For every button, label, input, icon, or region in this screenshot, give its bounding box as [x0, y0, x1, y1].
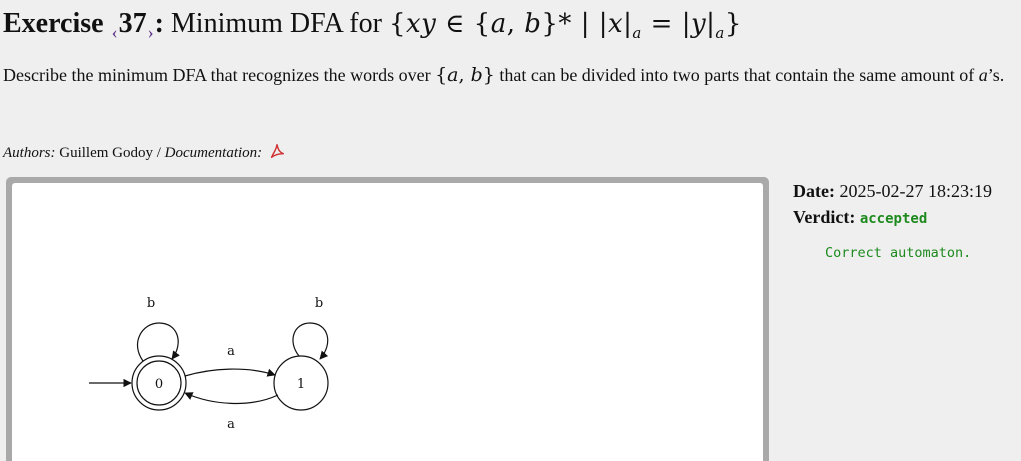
desc-set-b: b — [470, 64, 483, 86]
date-row: Date: 2025-02-27 18:23:19 — [793, 178, 1018, 204]
verdict-label: Verdict: — [793, 207, 856, 227]
documentation-label: Documentation: — [164, 145, 263, 161]
authors-label: Authors: — [3, 145, 56, 161]
loop-0-edge — [137, 322, 180, 362]
title-text: Minimum DFA for — [170, 8, 382, 39]
prev-exercise-link[interactable]: ‹ — [111, 22, 118, 42]
formula-x: x — [607, 9, 624, 39]
verdict-value: accepted — [859, 211, 928, 227]
formula-comma: , — [506, 9, 525, 39]
loop-1-edge — [292, 322, 329, 360]
formula-sub-a2: a — [715, 24, 725, 43]
formula-b: b — [524, 9, 542, 39]
page-title: Exercise ‹37›: Minimum DFA for {xy ∈ {a,… — [3, 2, 742, 46]
desc-part3: ’s. — [987, 65, 1005, 85]
desc-a-var: a — [978, 65, 988, 85]
authors-value: Guillem Godoy — [59, 145, 153, 161]
desc-set-comma: , — [458, 64, 471, 86]
formula-eq: = | — [641, 9, 691, 39]
loop-0-label: b — [147, 296, 155, 311]
edge-0-to-1 — [184, 368, 276, 377]
submission-info: Date: 2025-02-27 18:23:19 Verdict: accep… — [793, 178, 1018, 232]
feedback-message: Correct automaton. — [825, 245, 972, 261]
formula-in: ∈ { — [436, 9, 491, 39]
formula-open: { — [388, 9, 406, 39]
separator: / — [153, 145, 165, 161]
edge-1-to-0 — [184, 392, 279, 404]
title-colon: : — [154, 8, 164, 39]
state-0-label: 0 — [155, 377, 163, 392]
verdict-row: Verdict: accepted — [793, 204, 1018, 232]
title-formula: {xy ∈ {a, b}* | |x|a = |y|a} — [388, 9, 742, 43]
formula-sub-a1: a — [632, 24, 642, 43]
pdf-icon[interactable] — [268, 142, 286, 160]
date-value: 2025-02-27 18:23:19 — [839, 181, 992, 201]
state-0-outer — [131, 355, 187, 411]
formula-y: y — [690, 9, 707, 39]
formula-a: a — [490, 9, 507, 39]
state-1 — [273, 355, 329, 411]
automaton-diagram: 0 1 b b a a — [89, 296, 329, 432]
formula-end: } — [724, 9, 742, 39]
exercise-label: Exercise — [3, 8, 104, 39]
desc-set-close: } — [482, 64, 495, 86]
edge-1-to-0-label: a — [227, 417, 235, 432]
desc-part2: that can be divided into two parts that … — [494, 65, 979, 85]
automaton-canvas: 0 1 b b a a — [12, 183, 763, 461]
state-0-inner — [136, 360, 182, 406]
state-1-label: 1 — [297, 377, 305, 392]
authors-line: Authors: Guillem Godoy / Documentation: — [3, 141, 286, 165]
automaton-panel: 0 1 b b a a — [6, 177, 769, 461]
exercise-description: Describe the minimum DFA that recognizes… — [3, 61, 1008, 89]
next-exercise-link[interactable]: › — [147, 22, 154, 42]
desc-set-a: a — [447, 64, 459, 86]
desc-alphabet: {a, b} — [435, 64, 495, 86]
exercise-number: 37 — [118, 8, 147, 39]
date-label: Date: — [793, 181, 835, 201]
formula-close-star: }* | | — [541, 9, 608, 39]
edge-0-to-1-label: a — [227, 344, 235, 359]
loop-1-label: b — [315, 296, 323, 311]
desc-part1: Describe the minimum DFA that recognizes… — [3, 65, 436, 85]
formula-xy: xy — [406, 9, 437, 39]
desc-set-open: { — [435, 64, 448, 86]
